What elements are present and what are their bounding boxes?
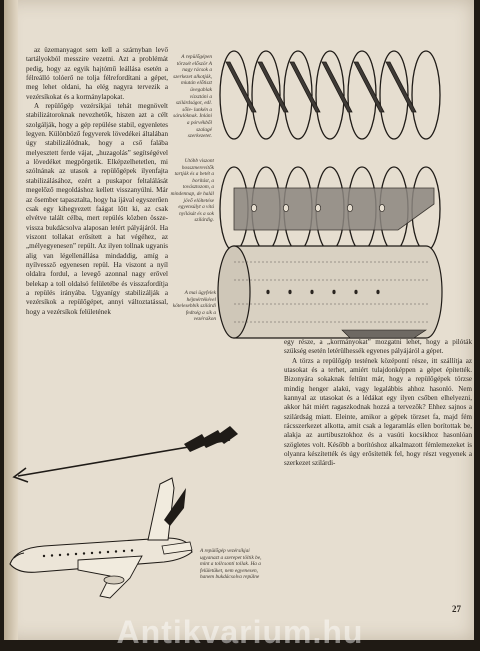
arrow-illustration (12, 426, 238, 483)
watermark-logo: Antikvarium.hu (116, 614, 364, 650)
fuselage-shell-illustration (217, 245, 443, 339)
right-paragraph-1: egy része, a „kormányokat” mozgatni lehe… (284, 338, 472, 356)
book-page: az üzemanyagot sem kell a szárnyban levő… (4, 0, 474, 640)
right-text-column: egy része, a „kormányokat” mozgatni lehe… (284, 338, 472, 469)
left-text-column: az üzemanyagot sem kell a szárnyban levő… (26, 46, 168, 317)
left-paragraph-1: az üzemanyagot sem kell a szárnyban levő… (26, 46, 168, 101)
fuselage-frames-caption: A repülőgépen törzsét először A nagy rác… (173, 54, 212, 140)
fuselage-frames-illustration (219, 50, 441, 140)
fuselage-skin-caption: Utóbb viszont hosszmerevítők tartják és … (170, 158, 214, 224)
aircraft-illustration (9, 477, 193, 599)
left-paragraph-2: A repülőgép vezérsíkjai tehát megnövelt … (26, 102, 168, 316)
aircraft-caption: A repülőgép vezérsíkjai ugyanazt a szere… (200, 548, 262, 581)
right-paragraph-2: A törzs a repülőgép testének középontí r… (284, 356, 472, 468)
page-number: 27 (452, 604, 461, 614)
page-gutter (4, 0, 18, 640)
fuselage-shell-caption: A mai ügyfelek héjmértékével kötelesebbi… (172, 290, 216, 323)
